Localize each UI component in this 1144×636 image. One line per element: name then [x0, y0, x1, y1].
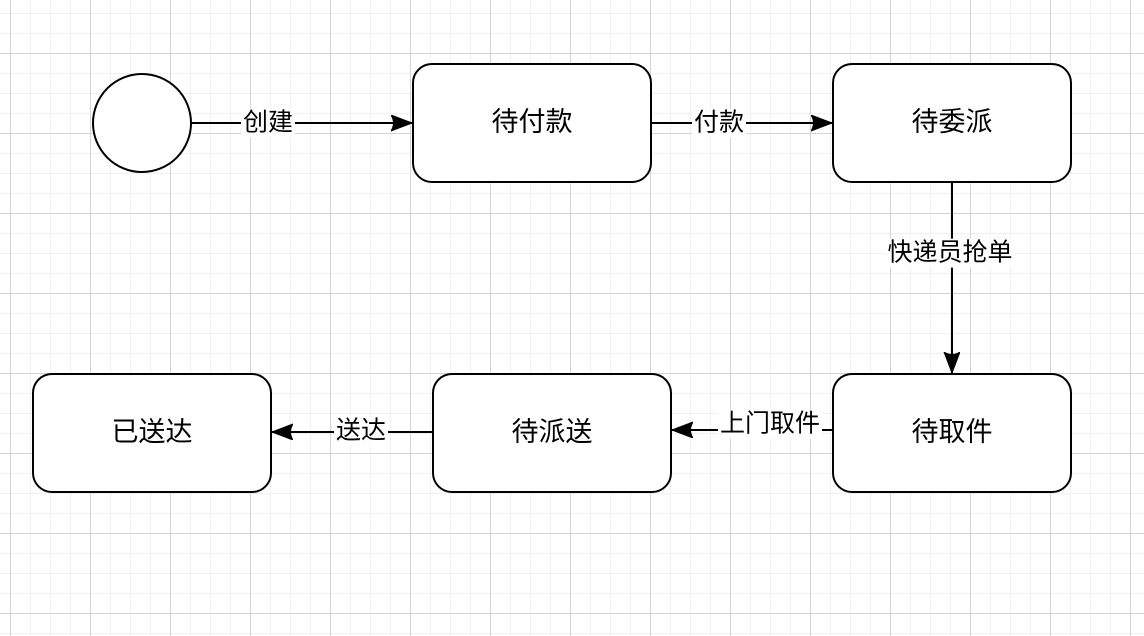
edge-label-pay[interactable]: 付款 [691, 107, 747, 138]
node-start[interactable] [92, 73, 192, 173]
node-label: 待取件 [911, 416, 993, 448]
node-pending-delivery[interactable]: 待派送 [432, 373, 672, 493]
node-label: 待付款 [491, 106, 573, 138]
node-label: 待派送 [511, 416, 593, 448]
node-label: 已送达 [111, 416, 193, 448]
edge-label-courier-grab-order[interactable]: 快递员抢单 [885, 237, 1015, 268]
edge-label-create[interactable]: 创建 [240, 107, 296, 138]
node-pending-dispatch[interactable]: 待委派 [832, 63, 1072, 183]
node-pending-pickup[interactable]: 待取件 [832, 373, 1072, 493]
node-delivered[interactable]: 已送达 [32, 373, 272, 493]
node-pending-payment[interactable]: 待付款 [412, 63, 652, 183]
edge-label-door-pickup[interactable]: 上门取件 [717, 408, 823, 439]
node-label: 待委派 [911, 106, 993, 138]
edge-label-deliver[interactable]: 送达 [333, 415, 389, 446]
